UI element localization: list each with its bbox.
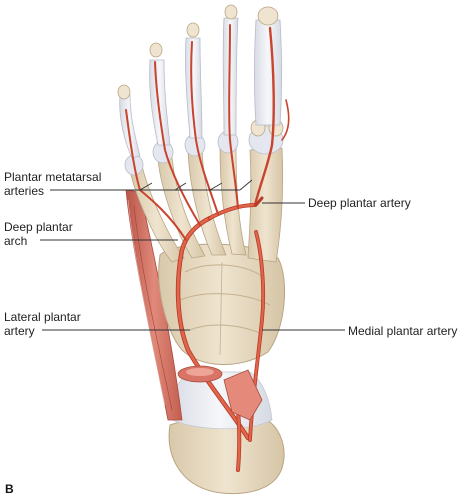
label-plantar-metatarsal-arteries: arteries — [4, 184, 45, 198]
label-deep-plantar-artery: Deep plantar artery — [308, 196, 411, 210]
toe-phalanges — [117, 4, 282, 159]
label-lateral-plantar-artery: artery — [4, 324, 35, 338]
label-plantar-metatarsal: Plantar metatarsal — [4, 170, 102, 184]
metatarsal-heads — [124, 119, 284, 176]
label-lateral-plantar: Lateral plantar — [4, 310, 81, 324]
cut-muscle-stumps — [177, 365, 263, 421]
label-deep-plantar: Deep plantar — [4, 220, 73, 234]
lateral-muscle — [125, 189, 183, 421]
label-medial-plantar-artery: Medial plantar artery — [348, 324, 458, 338]
calcaneus — [168, 417, 285, 495]
label-deep-plantar-arch: arch — [4, 234, 28, 248]
panel-letter: B — [5, 482, 14, 496]
leader-lines — [40, 179, 345, 331]
